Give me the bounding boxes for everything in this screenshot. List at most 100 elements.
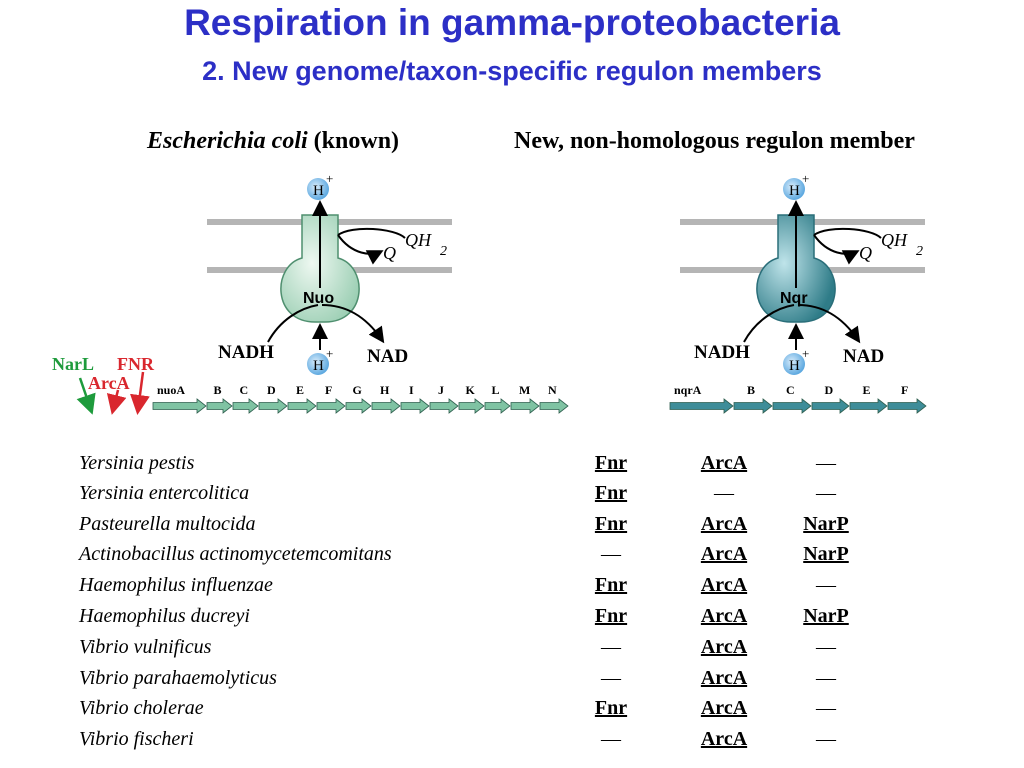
gene-label: K (466, 383, 476, 397)
q-label: Q (859, 243, 872, 263)
table-row: Vibrio parahaemolyticus — ArcA — (0, 667, 1024, 697)
nqr-complex-group (680, 178, 925, 375)
gene-label: B (214, 383, 222, 397)
table-row: Yersinia entercolitica Fnr — — (0, 482, 1024, 512)
nadh-label: NADH (694, 342, 750, 363)
narp-cell: — (816, 728, 836, 750)
gene-label: L (492, 383, 500, 397)
left-column-species: Escherichia coli (147, 128, 308, 154)
nadh-arc (267, 304, 319, 343)
q-label: Q (383, 243, 396, 263)
gene-label: D (825, 383, 834, 397)
gene-label: E (296, 383, 304, 397)
fnr-cell: Fnr (594, 482, 628, 504)
gene-arrow (345, 398, 372, 414)
proton-out-circle (307, 178, 329, 200)
narl-label: NarL (52, 354, 94, 374)
arca-cell: — (714, 482, 734, 504)
species-name: Pasteurella multocida (79, 513, 256, 535)
qh-subscript: 2 (440, 244, 447, 259)
narp-cell: NarP (803, 513, 849, 535)
narl-arrow (76, 377, 96, 415)
fnr-cell: Fnr (594, 452, 628, 474)
nad-label: NAD (843, 346, 884, 367)
gene-label: F (901, 383, 908, 397)
proton-charge: + (326, 171, 333, 186)
gene-label: D (267, 383, 276, 397)
gene-label: M (519, 383, 530, 397)
gene-label: H (380, 383, 390, 397)
species-name: Haemophilus influenzae (79, 574, 273, 596)
species-name: Vibrio vulnificus (79, 636, 212, 658)
narp-cell: — (816, 482, 836, 504)
nad-arrow (321, 304, 385, 344)
proton-out-circle (783, 178, 805, 200)
species-name: Yersinia entercolitica (79, 482, 250, 504)
gene-arrow (887, 398, 927, 414)
arca-cell: ArcA (700, 513, 748, 535)
gene-arrow (232, 398, 259, 414)
proton-charge: + (802, 346, 809, 361)
fnr-cell: — (601, 728, 621, 750)
fnr-cell: Fnr (594, 574, 628, 596)
nadh-label: NADH (218, 342, 274, 363)
quinone-arrow (337, 234, 384, 265)
table-row: Haemophilus ducreyi Fnr ArcA NarP (0, 605, 1024, 635)
table-row: Haemophilus influenzae Fnr ArcA — (0, 574, 1024, 604)
narp-cell: — (816, 697, 836, 719)
arca-label: ArcA (88, 373, 130, 393)
proton-label: H (789, 358, 800, 374)
proton-label: H (313, 183, 324, 199)
gene-arrow (206, 398, 233, 414)
arca-cell: ArcA (700, 605, 748, 627)
species-name: Vibrio parahaemolyticus (79, 667, 277, 689)
proton-in-circle (307, 353, 329, 375)
quinone-arc (813, 227, 882, 239)
quinone-arrow (813, 234, 860, 265)
gene-arrow (733, 398, 773, 414)
nqr-label: Nqr (780, 290, 808, 307)
gene-label: C (240, 383, 249, 397)
gene-arrow (849, 398, 888, 414)
proton-charge: + (802, 171, 809, 186)
gene-arrow (539, 398, 569, 414)
nqr-labels: H + H + Nqr Q QH 2 NADH NAD (694, 171, 923, 374)
gene-label: G (353, 383, 362, 397)
right-column-heading: New, non-homologous regulon member (514, 128, 915, 154)
proton-label: H (313, 358, 324, 374)
gene-label: F (325, 383, 332, 397)
table-row: Vibrio cholerae Fnr ArcA — (0, 697, 1024, 727)
narp-cell: NarP (803, 543, 849, 565)
nad-label: NAD (367, 346, 408, 367)
gene-arrow (316, 398, 346, 414)
left-column-heading: Escherichia coli (known) (147, 128, 399, 155)
gene-label: nuoA (157, 383, 185, 397)
gene-arrow (400, 398, 430, 414)
arca-arrow (106, 389, 127, 415)
nadh-arc (743, 304, 795, 343)
narp-cell: NarP (803, 605, 849, 627)
quinone-arc (337, 227, 406, 239)
gene-label: B (747, 383, 755, 397)
nuo-label: Nuo (303, 290, 334, 307)
fnr-cell: — (601, 543, 621, 565)
gene-arrow (371, 398, 401, 414)
gene-label: J (438, 383, 444, 397)
fnr-arrow (130, 371, 150, 415)
qh-label: QH (405, 230, 432, 250)
gene-arrow (510, 398, 540, 414)
arca-cell: ArcA (700, 636, 748, 658)
narp-cell: — (816, 452, 836, 474)
nuo-complex-group (207, 178, 452, 375)
qh-subscript: 2 (916, 244, 923, 259)
gene-arrow (811, 398, 850, 414)
gene-label: I (409, 383, 414, 397)
species-name: Vibrio fischeri (79, 728, 194, 750)
arca-cell: ArcA (700, 452, 748, 474)
gene-arrow (669, 398, 734, 414)
arca-cell: ArcA (700, 667, 748, 689)
gene-label: E (863, 383, 871, 397)
gene-arrow (258, 398, 288, 414)
